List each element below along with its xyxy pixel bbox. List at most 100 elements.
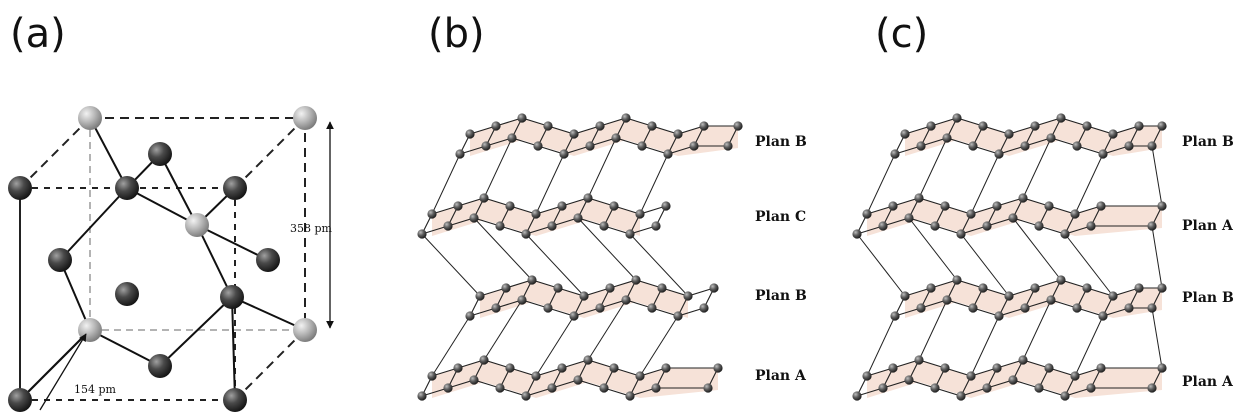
carbon-atom [1020,303,1030,313]
carbon-atom [956,391,966,401]
carbon-atom [1008,213,1018,223]
carbon-atom [453,363,463,373]
carbon-atom [491,303,501,313]
atom-corner [78,318,102,342]
atom-face [256,248,280,272]
carbon-atom [1004,129,1014,139]
carbon-atom [521,229,531,239]
atom-face [185,213,209,237]
interlayer-bond [1012,217,1062,281]
carbon-atom [557,363,567,373]
carbon-atom [978,121,988,131]
carbon-atom [1072,303,1082,313]
carbon-atom [569,311,579,321]
carbon-atom [1060,391,1070,401]
carbon-atom [417,391,427,401]
interlayer-bond [535,315,575,377]
unit-cell-atoms [8,106,317,412]
layer-plane [678,126,738,156]
carbon-atom [994,149,1004,159]
carbon-atom [1134,283,1144,293]
carbon-atom [689,141,699,151]
carbon-atom [579,291,589,301]
carbon-atom [527,275,537,285]
carbon-atom [625,391,635,401]
carbon-atom [657,283,667,293]
carbon-atom [647,303,657,313]
carbon-atom [940,201,950,211]
panel-label-c: (c) [875,11,929,57]
carbon-atom [1108,291,1118,301]
carbon-atom [1044,201,1054,211]
interlayer-bond [960,233,1010,297]
panel-label-a: (a) [10,11,66,57]
carbon-atom [1086,221,1096,231]
layer-plane [919,198,971,236]
carbon-atom [968,303,978,313]
carbon-atom [507,133,517,143]
carbon-atom [914,355,924,365]
carbon-atom [635,371,645,381]
carbon-atom [661,201,671,211]
carbon-atom [1108,129,1118,139]
carbon-atom [599,383,609,393]
interlayer-bond [1151,145,1163,207]
carbon-atom [469,375,479,385]
carbon-atom [573,375,583,385]
carbon-atom [699,121,709,131]
carbon-atom [479,193,489,203]
carbon-atom [1018,193,1028,203]
layer-plane [532,280,584,318]
interlayer-bond [866,315,896,377]
interlayer-bond [1074,153,1104,215]
carbon-atom [491,121,501,131]
carbon-atom [733,121,743,131]
carbon-atom [455,149,465,159]
carbon-atom [982,221,992,231]
carbon-atom [661,363,671,373]
atom-interior [115,282,139,306]
interlayer-bond [431,153,461,215]
carbon-atom [475,291,485,301]
panel-c-plan-labels: Plan B Plan A Plan B Plan A [1182,134,1234,390]
carbon-atom [1096,363,1106,373]
carbon-atom [1044,363,1054,373]
carbon-atom [1030,121,1040,131]
carbon-atom [531,209,541,219]
carbon-atom [1072,141,1082,151]
carbon-atom [878,383,888,393]
layer-plane [588,198,640,236]
carbon-atom [1086,383,1096,393]
carbon-atom [547,221,557,231]
layer-plane [1023,360,1075,398]
carbon-atom [651,221,661,231]
carbon-atom [1004,291,1014,301]
carbon-atom [495,383,505,393]
carbon-atom [1082,283,1092,293]
carbon-atom [609,363,619,373]
carbon-atom [956,229,966,239]
carbon-atom [1147,221,1157,231]
carbon-atom [625,229,635,239]
interlayer-bond [587,137,617,199]
carbon-atom [1134,121,1144,131]
layer-bond-chain [421,217,657,235]
carbon-atom [583,193,593,203]
carbon-atom [663,149,673,159]
carbon-atom [505,201,515,211]
atom-corner [223,388,247,412]
carbon-atom [611,133,621,143]
carbon-atom [703,383,713,393]
layer-plane [957,118,1009,156]
carbon-atom [1147,383,1157,393]
carbon-atom [495,221,505,231]
atom-face [220,285,244,309]
plan-label: Plan B [1182,290,1234,306]
interlayer-bond [473,217,533,281]
carbon-atom [942,295,952,305]
interlayer-bond [431,315,471,377]
carbon-atom [1157,283,1167,293]
carbon-atom [852,229,862,239]
carbon-atom [930,221,940,231]
